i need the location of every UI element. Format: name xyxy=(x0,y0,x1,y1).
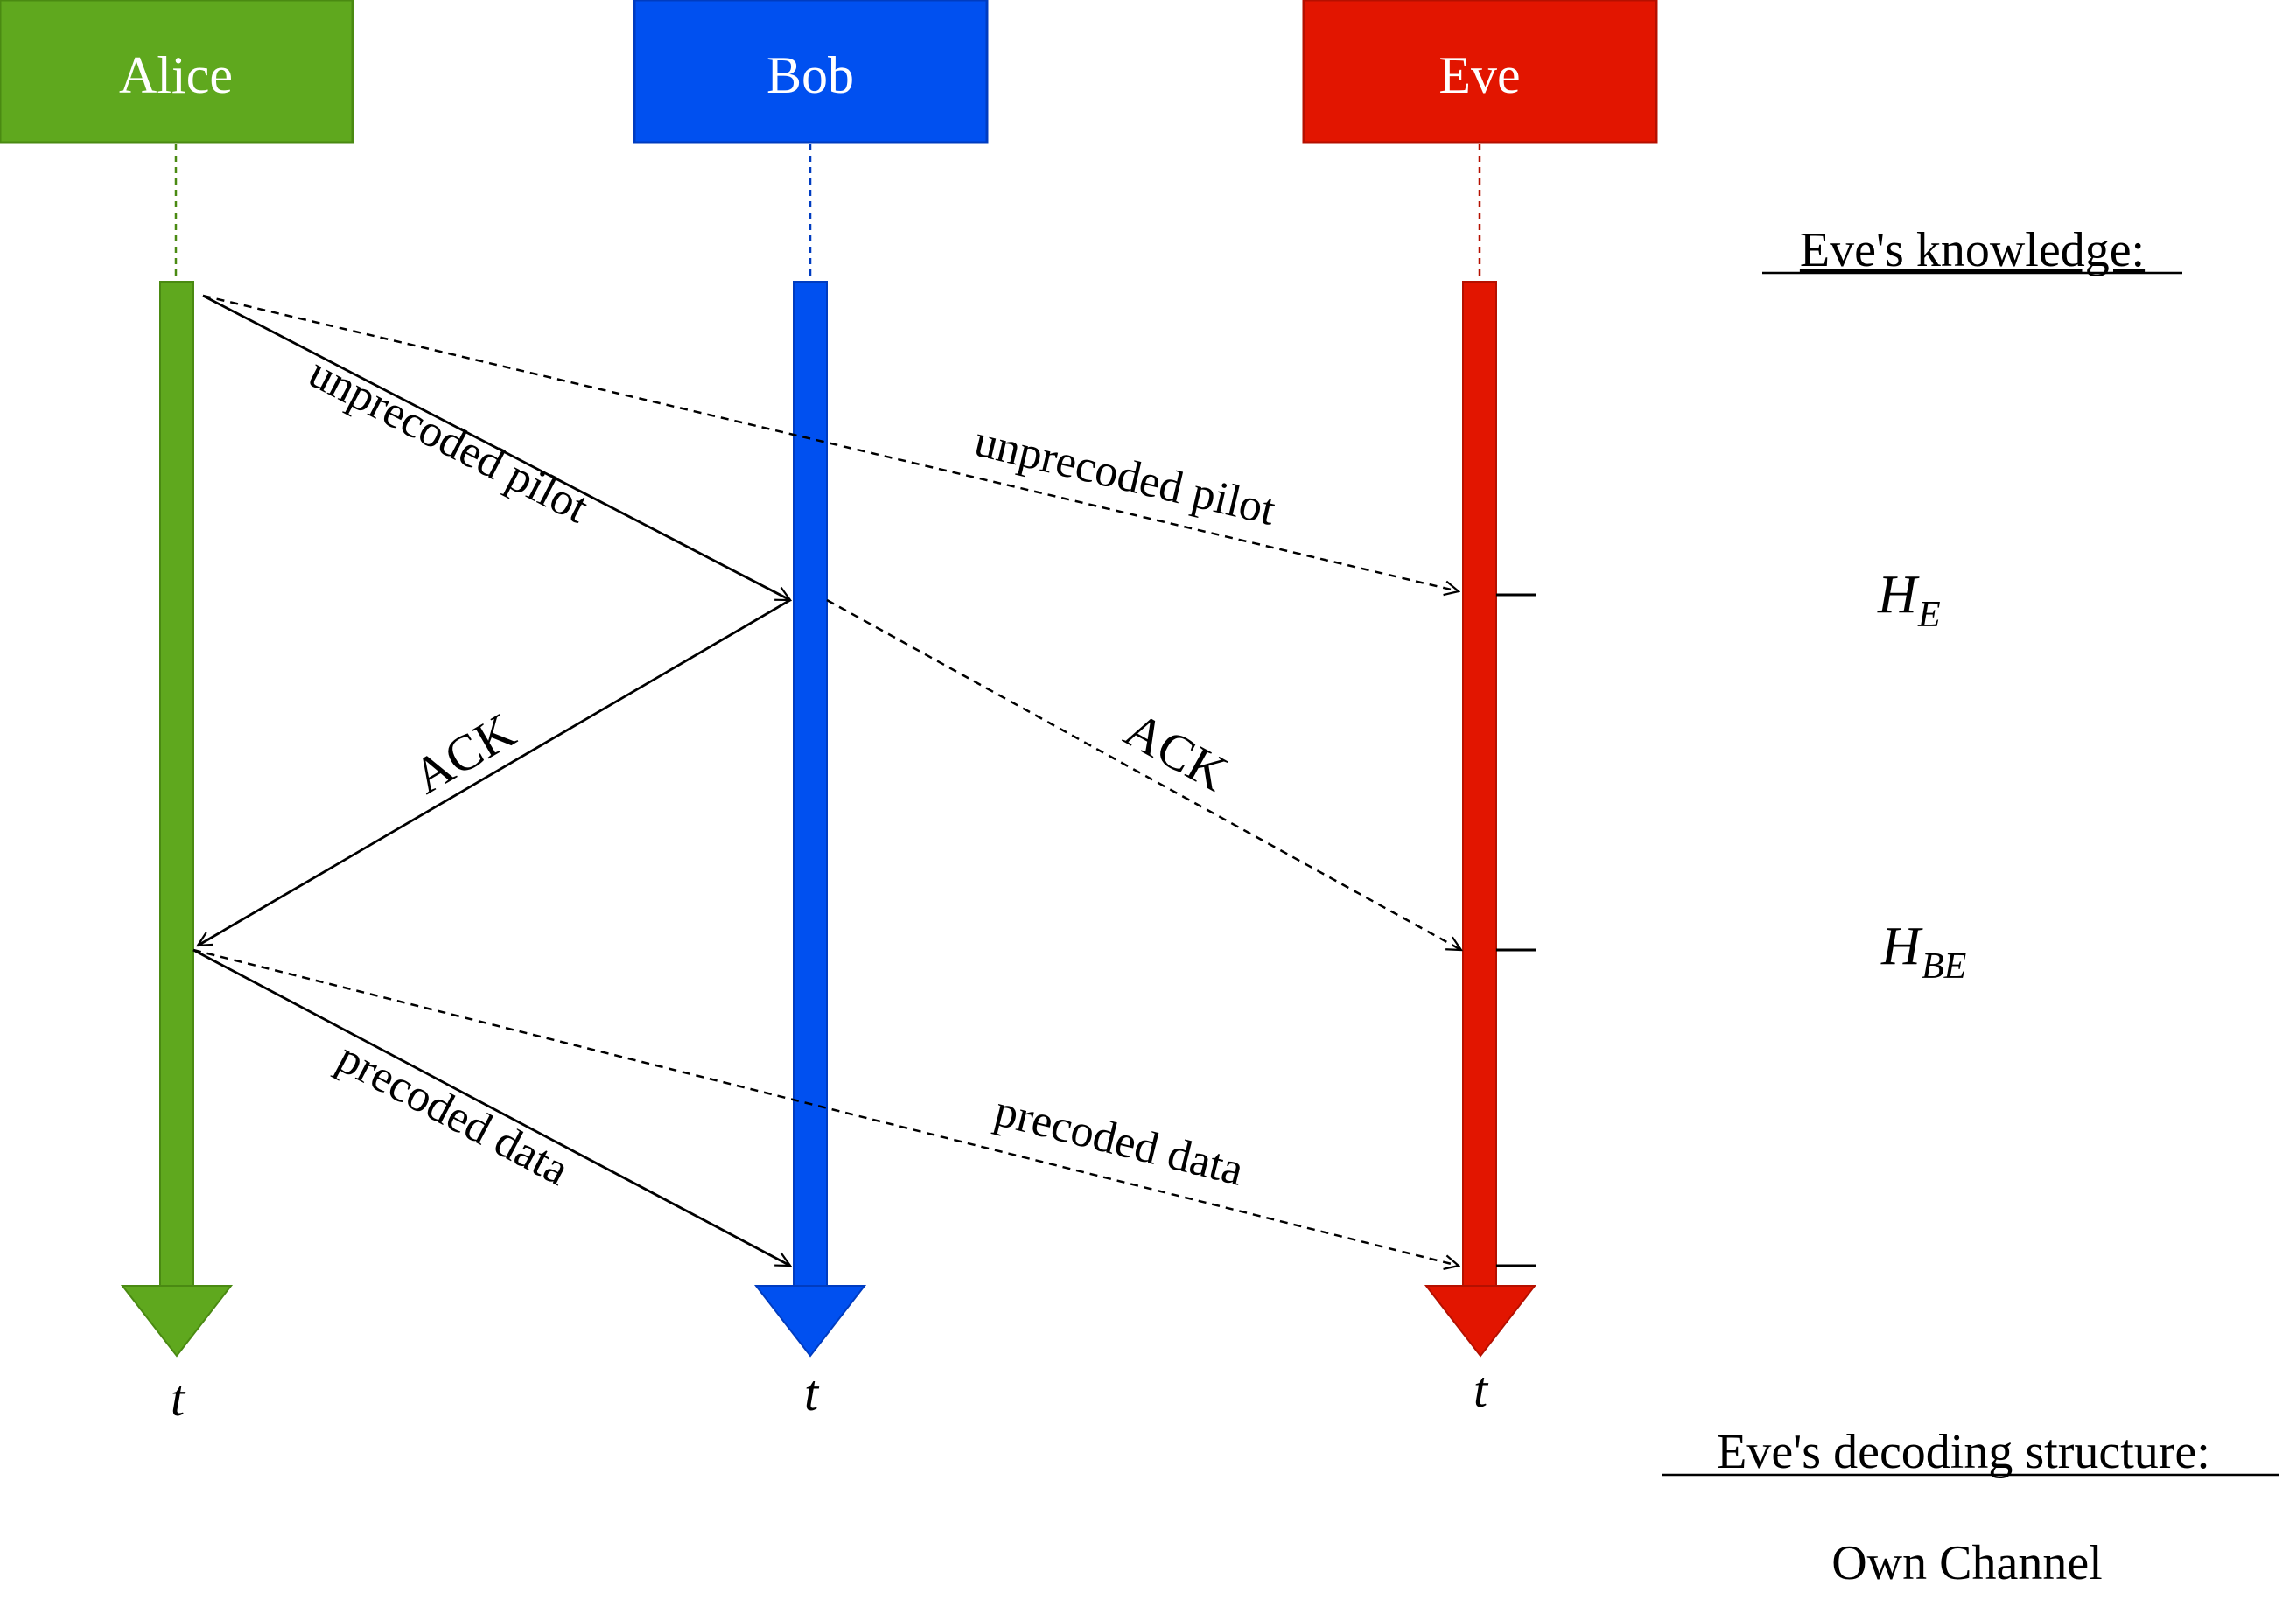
eve-time-label: t xyxy=(1474,1361,1489,1418)
hbe-main: H xyxy=(1880,917,1923,976)
alice-time-arrowhead xyxy=(120,1285,234,1358)
alice-eve-pilot-label: unprecoded pilot xyxy=(970,416,1280,535)
eve-decoding-heading: Eve's decoding structure: xyxy=(1717,1425,2210,1479)
eve-decoding-value: Own Channel xyxy=(1831,1536,2103,1590)
alice-lifeline xyxy=(120,281,234,1358)
bob-time-arrowhead xyxy=(753,1285,867,1358)
eve-header: Eve xyxy=(1302,0,1658,144)
knowledge-hbe: H BE xyxy=(1880,917,1966,987)
hbe-subscript: BE xyxy=(1922,946,1966,987)
eve-label: Eve xyxy=(1438,46,1520,104)
bob-eve-ack-label: ACK xyxy=(1116,701,1237,802)
alice-bob-data-label: precoded data xyxy=(329,1032,577,1195)
alice-time-label: t xyxy=(171,1370,186,1427)
bob-alice-ack-arrow xyxy=(198,598,791,946)
he-main: H xyxy=(1877,565,1920,625)
alice-bob-pilot-arrow xyxy=(202,294,790,602)
eve-lifeline xyxy=(1424,281,1537,1358)
eve-header-box xyxy=(1302,0,1658,144)
bob-lifeline xyxy=(753,281,867,1358)
alice-eve-data-label: precoded data xyxy=(990,1086,1248,1196)
alice-header-box xyxy=(0,0,354,144)
alice-eve-pilot-arrow xyxy=(202,294,1459,591)
bob-eve-ack-arrow xyxy=(826,598,1461,950)
eve-knowledge-heading: Eve's knowledge: xyxy=(1800,223,2145,277)
he-subscript: E xyxy=(1917,595,1941,635)
bob-header: Bob xyxy=(633,0,989,144)
alice-label: Alice xyxy=(119,46,233,104)
alice-eve-data-arrow xyxy=(192,948,1459,1266)
bob-time-label: t xyxy=(804,1365,820,1421)
bob-label: Bob xyxy=(766,46,854,104)
alice-bob-data-arrow xyxy=(192,948,790,1267)
alice-header: Alice xyxy=(0,0,354,144)
alice-bob-pilot-label: unprecoded pilot xyxy=(301,347,597,533)
knowledge-he: H E xyxy=(1877,565,1941,635)
bob-header-box xyxy=(633,0,989,144)
eve-time-arrowhead xyxy=(1424,1285,1537,1358)
